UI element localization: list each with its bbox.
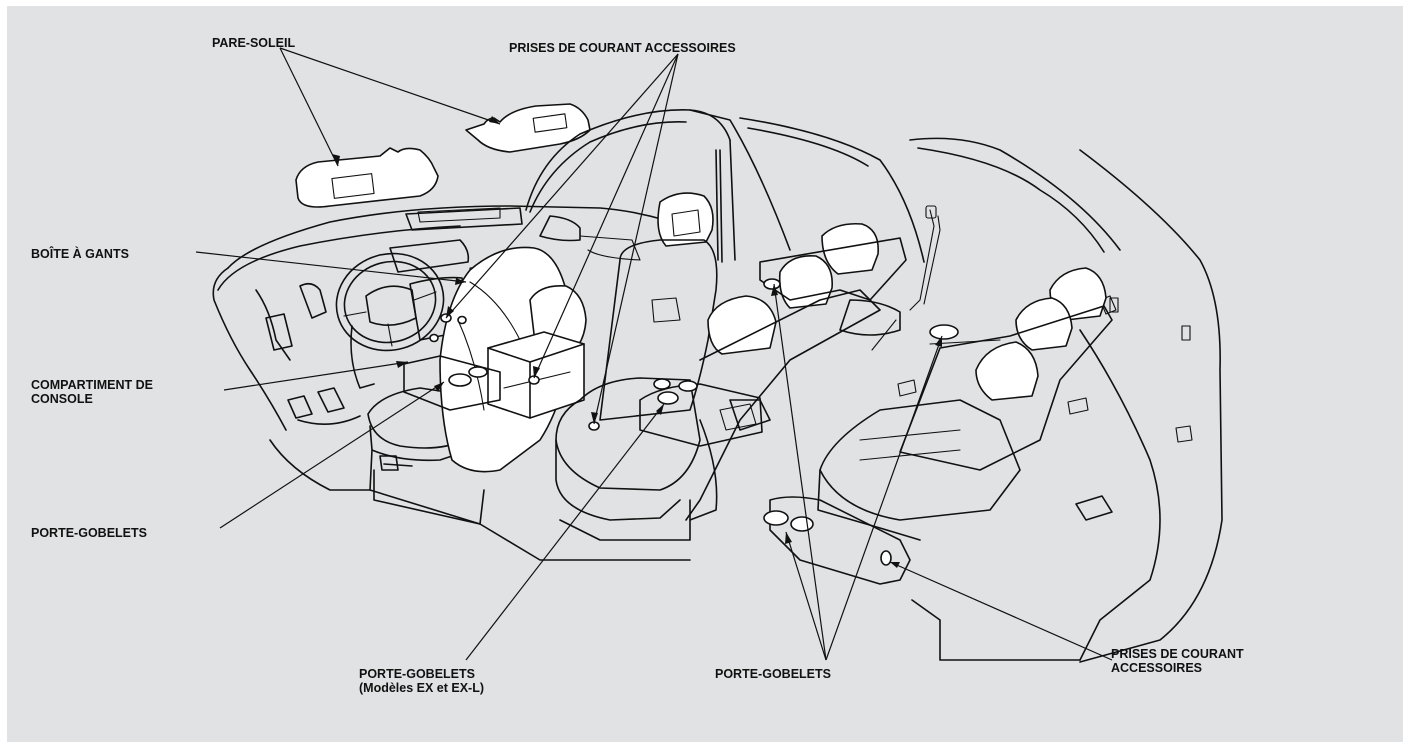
sun-visor-left xyxy=(295,147,439,208)
label-porte-gobelets-ex-line1: PORTE-GOBELETS xyxy=(359,667,475,681)
label-compartiment-line2: CONSOLE xyxy=(31,392,93,406)
label-prises-courant-top: PRISES DE COURANT ACCESSOIRES xyxy=(509,41,736,55)
label-prises-courant-rear: PRISES DE COURANT ACCESSOIRES xyxy=(1111,647,1244,675)
front-seat-passenger xyxy=(439,246,587,473)
label-porte-gobelets-ex-line2: (Modèles EX et EX-L) xyxy=(359,681,485,695)
arrowheads xyxy=(332,116,942,568)
vehicle-interior-illustration xyxy=(195,47,1223,663)
front-seat-driver xyxy=(367,387,485,525)
front-floor xyxy=(269,387,691,561)
label-prises-rear-line1: PRISES DE COURANT xyxy=(1111,647,1244,661)
label-porte-gobelets-ex: PORTE-GOBELETS (Modèles EX et EX-L) xyxy=(359,667,484,695)
label-porte-gobelets-front: PORTE-GOBELETS xyxy=(31,526,147,540)
center-console xyxy=(403,313,540,411)
windshield-frame xyxy=(525,109,1223,663)
rear-seats xyxy=(817,267,1113,541)
label-pare-soleil: PARE-SOLEIL xyxy=(212,36,296,50)
middle-row-seats xyxy=(685,222,907,521)
diagram-panel: PARE-SOLEIL PRISES DE COURANT ACCESSOIRE… xyxy=(7,6,1403,742)
label-porte-gobelets-rear: PORTE-GOBELETS xyxy=(715,667,831,681)
label-compartiment-console: COMPARTIMENT DE CONSOLE xyxy=(31,378,153,406)
label-prises-rear-line2: ACCESSOIRES xyxy=(1111,661,1202,675)
label-compartiment-line1: COMPARTIMENT DE xyxy=(31,378,153,392)
label-boite-a-gants: BOÎTE À GANTS xyxy=(31,247,129,261)
sun-visor-right xyxy=(465,103,591,153)
rear-cargo-floor xyxy=(763,297,1193,661)
steering-wheel xyxy=(335,252,445,389)
leader-lines xyxy=(195,47,1113,661)
